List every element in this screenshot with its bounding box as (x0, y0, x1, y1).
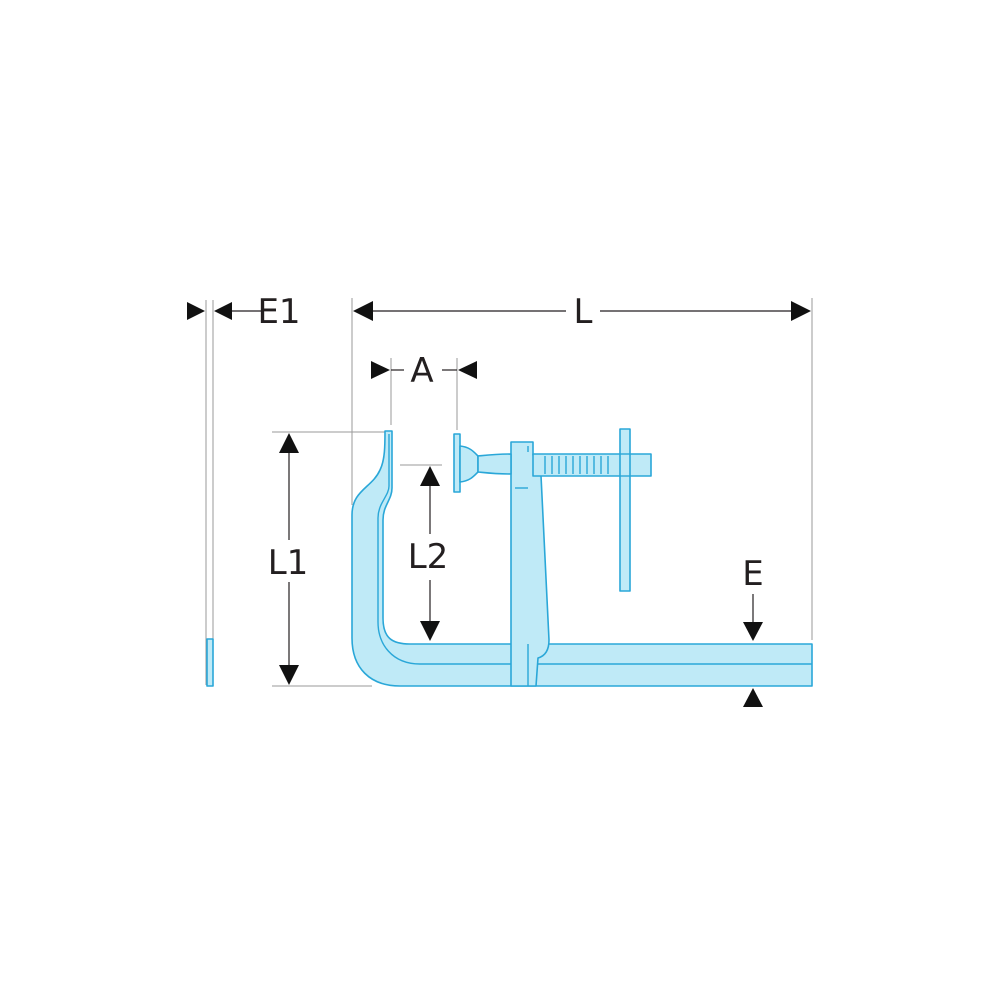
extension-lines (205, 298, 813, 687)
e1-arrow-left (187, 302, 205, 320)
bar-cross-section (206, 638, 214, 687)
a-dimension: A (371, 351, 477, 391)
a-arrow-right (458, 361, 477, 379)
e-arrow-bottom (743, 688, 763, 707)
screw-thread-lines (544, 456, 609, 474)
l1-arrow-top (279, 433, 299, 453)
sliding-arm (510, 441, 550, 687)
l2-dimension: L2 (408, 466, 449, 641)
screw-assembly (453, 428, 652, 592)
l1-arrow-bottom (279, 665, 299, 685)
e1-dimension: E1 (187, 292, 301, 332)
swivel-cup (459, 445, 479, 483)
e1-label: E1 (257, 292, 300, 332)
e-arrow-top (743, 622, 763, 641)
frame-body (351, 430, 813, 687)
l2-label: L2 (408, 537, 449, 577)
sliding-arm-body (510, 441, 550, 687)
l-dimension: L (353, 292, 811, 332)
l-arrow-left (353, 301, 373, 321)
l2-arrow-bottom (420, 621, 440, 641)
l1-dimension: L1 (268, 433, 309, 685)
a-label: A (410, 351, 433, 391)
l2-arrow-top (420, 466, 440, 486)
swivel-pad (453, 433, 461, 493)
screw-shaft (532, 453, 652, 477)
e-label: E (742, 554, 763, 594)
tommy-bar-handle (619, 428, 631, 592)
l-label: L (574, 292, 593, 332)
screw-neck (477, 453, 512, 475)
e1-arrow-right (214, 302, 232, 320)
l-arrow-right (791, 301, 811, 321)
a-arrow-left (371, 361, 390, 379)
clamp-frame (351, 430, 813, 687)
l1-label: L1 (268, 543, 309, 583)
frame-inner-edge (377, 434, 812, 665)
e-dimension: E (742, 554, 764, 707)
